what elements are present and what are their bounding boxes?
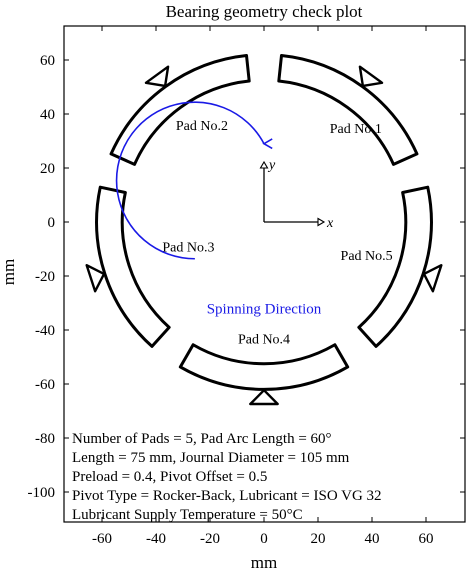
pad-label-2: Pad No.2 bbox=[176, 119, 228, 134]
x-tick-label: 20 bbox=[311, 531, 326, 547]
y-tick-label: 20 bbox=[40, 161, 55, 177]
coordinate-frame: xy bbox=[259, 158, 334, 231]
pad-2 bbox=[109, 54, 251, 166]
spinning-direction-group: Spinning Direction bbox=[115, 101, 322, 317]
x-tick-label: -20 bbox=[200, 531, 220, 547]
y-tick-label: -40 bbox=[35, 323, 55, 339]
x-tick-label: 0 bbox=[260, 531, 268, 547]
y-tick-label: 60 bbox=[40, 53, 55, 69]
pad-label-3: Pad No.3 bbox=[162, 241, 214, 256]
info-line-4: Pivot Type = Rocker-Back, Lubricant = IS… bbox=[72, 488, 382, 504]
pivot-4 bbox=[249, 389, 279, 406]
pads-layer bbox=[95, 54, 433, 391]
x-tick-label: 60 bbox=[419, 531, 434, 547]
pad-3 bbox=[95, 185, 171, 348]
info-line-5: Lubricant Supply Temperature = 50°C bbox=[72, 507, 303, 523]
pivot-2 bbox=[144, 65, 170, 88]
pad-label-4: Pad No.4 bbox=[238, 333, 290, 348]
info-line-3: Preload = 0.4, Pivot Offset = 0.5 bbox=[72, 469, 267, 485]
y-axis-title: mm bbox=[0, 259, 18, 285]
spin-arc bbox=[115, 101, 265, 260]
coord-x-label: x bbox=[326, 216, 334, 231]
pad-label-5: Pad No.5 bbox=[341, 249, 393, 264]
info-text-block: Number of Pads = 5, Pad Arc Length = 60°… bbox=[72, 431, 382, 523]
y-tick-label: -80 bbox=[35, 431, 55, 447]
y-arrowhead bbox=[259, 160, 269, 169]
chart-title: Bearing geometry check plot bbox=[166, 2, 363, 21]
x-axis-title: mm bbox=[251, 553, 277, 572]
x-arrowhead bbox=[317, 217, 326, 227]
pad-label-1: Pad No.1 bbox=[330, 122, 382, 137]
pad-5 bbox=[357, 185, 433, 348]
pivot-1 bbox=[358, 65, 384, 88]
pad-4 bbox=[178, 343, 350, 391]
y-tick-label: 40 bbox=[40, 107, 55, 123]
info-line-2: Length = 75 mm, Journal Diameter = 105 m… bbox=[72, 450, 350, 466]
pivot-3 bbox=[85, 264, 106, 293]
y-tick-label: -60 bbox=[35, 377, 55, 393]
x-axis-ticks: -60 -40 -20 0 20 40 60 bbox=[92, 26, 434, 547]
pad-1 bbox=[277, 54, 419, 166]
spin-arrowhead bbox=[262, 138, 273, 150]
x-tick-label: -60 bbox=[92, 531, 112, 547]
pivots-layer bbox=[85, 65, 443, 406]
y-axis-ticks: 60 40 20 0 -20 -40 -60 -80 -100 bbox=[28, 53, 465, 501]
y-tick-label: -100 bbox=[28, 485, 56, 501]
info-line-1: Number of Pads = 5, Pad Arc Length = 60° bbox=[72, 431, 332, 447]
y-tick-label: 0 bbox=[48, 215, 56, 231]
x-tick-label: -40 bbox=[146, 531, 166, 547]
x-tick-label: 40 bbox=[365, 531, 380, 547]
spin-direction-label: Spinning Direction bbox=[207, 301, 322, 317]
y-tick-label: -20 bbox=[35, 269, 55, 285]
pivot-5 bbox=[422, 264, 443, 293]
coord-y-label: y bbox=[267, 158, 276, 173]
